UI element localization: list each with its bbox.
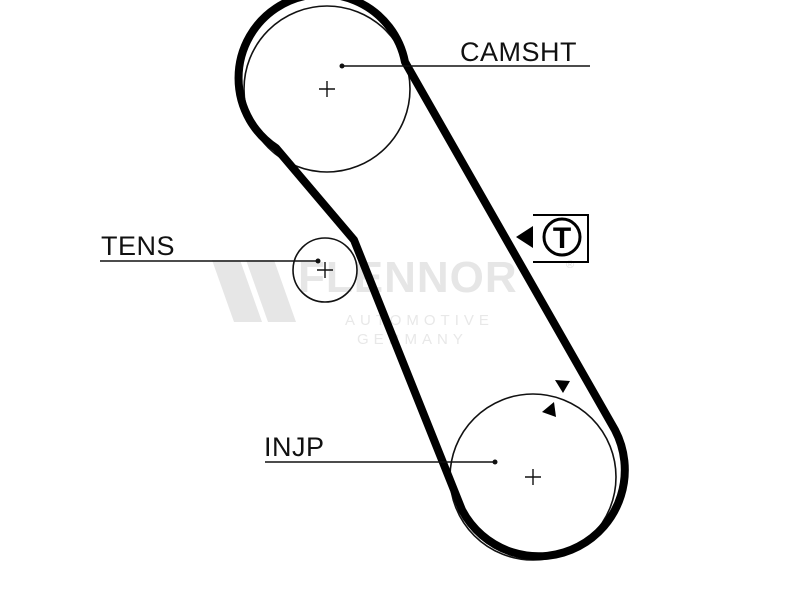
camshaft-label: CAMSHT: [460, 37, 577, 67]
rotation-arrow-lower: [542, 402, 556, 417]
camshaft-leader-dot: [339, 63, 345, 69]
tensioner-label: TENS: [101, 231, 175, 261]
camshaft-center-mark: [319, 81, 335, 97]
rotation-direction-arrow-icon: [542, 380, 570, 417]
tensioner-pulley: [292, 237, 358, 303]
tension-badge: T: [516, 214, 589, 263]
watermark-registered: ®: [566, 259, 574, 271]
watermark-line1: AUTOMOTIVE: [345, 312, 494, 329]
leader-lines: [100, 63, 590, 465]
camshaft-pulley: [243, 5, 411, 173]
tension-circle: [542, 217, 582, 257]
tensioner-leader-dot: [315, 258, 321, 264]
tension-arrow-icon: [516, 214, 589, 263]
watermark-brand: FLENNOR: [298, 253, 518, 302]
rotation-arrow-upper: [555, 380, 570, 393]
flennor-logo-icon: [212, 260, 296, 322]
timing-belt: [234, 0, 629, 561]
tensioner-center-mark: [317, 262, 333, 278]
injection-pump-center-mark: [525, 469, 541, 485]
tension-letter: T: [553, 222, 571, 255]
watermark: FLENNOR ® AUTOMOTIVE GERMANY: [212, 253, 574, 348]
injection-pump-leader-dot: [492, 459, 498, 465]
watermark-line2: GERMANY: [357, 331, 468, 348]
injection-pump-label: INJP: [264, 432, 325, 462]
